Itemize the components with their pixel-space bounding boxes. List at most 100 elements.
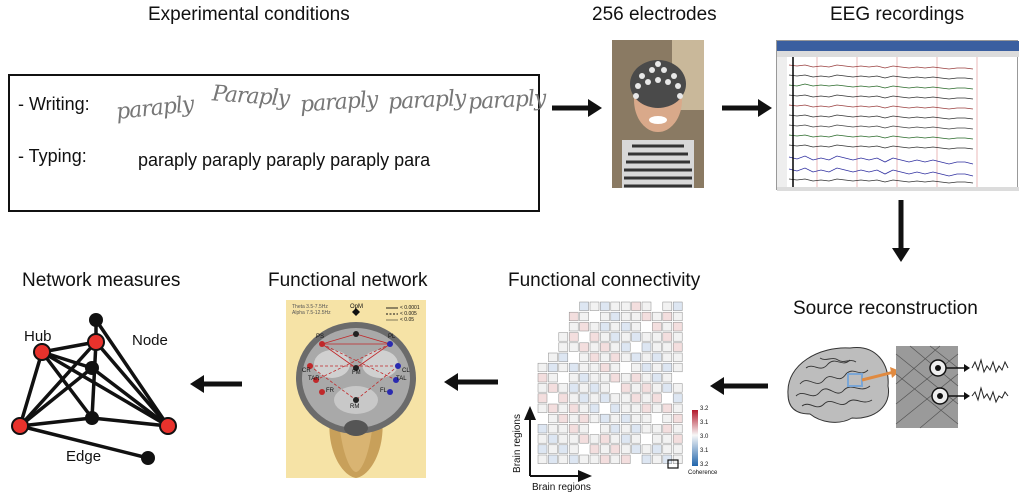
region-label: TAR bbox=[308, 376, 320, 382]
matrix-cell bbox=[641, 342, 652, 352]
matrix-cell bbox=[537, 393, 548, 403]
conditions-box: - Writing: - Typing: paraply Paraply par… bbox=[8, 74, 546, 212]
matrix-cell bbox=[600, 393, 610, 403]
matrix-cell bbox=[662, 362, 673, 373]
arrow-connectivity-to-network bbox=[444, 373, 498, 391]
experimental-conditions-title: Experimental conditions bbox=[148, 4, 350, 25]
matrix-cell bbox=[631, 403, 641, 413]
matrix-cell bbox=[620, 444, 631, 454]
matrix-cell bbox=[641, 332, 652, 342]
matrix-cell bbox=[600, 383, 610, 393]
connectivity-matrix: 3.2 3.1 3.0 3.1 3.2 Coherence Brain regi… bbox=[510, 298, 720, 498]
highlight-box bbox=[667, 459, 679, 469]
matrix-cell bbox=[620, 393, 631, 403]
matrix-cell bbox=[672, 332, 683, 342]
hub-label: Hub bbox=[24, 328, 52, 345]
matrix-cell bbox=[620, 424, 631, 434]
matrix-cell bbox=[579, 403, 589, 413]
matrix-cell bbox=[537, 434, 548, 444]
matrix-cell bbox=[568, 383, 579, 393]
matrix-cell bbox=[672, 424, 683, 434]
matrix-cell bbox=[568, 362, 579, 373]
matrix-cell bbox=[600, 342, 610, 352]
matrix-cell bbox=[579, 424, 589, 434]
handwritten-word: paraply bbox=[299, 87, 379, 118]
matrix-cell bbox=[568, 311, 579, 322]
matrix-cell bbox=[631, 393, 641, 403]
matrix-cell bbox=[589, 373, 600, 383]
colorbar-tick: 3.2 bbox=[700, 406, 709, 412]
matrix-cell bbox=[548, 454, 558, 464]
matrix-cell bbox=[652, 454, 662, 464]
matrix-cell bbox=[631, 383, 641, 393]
matrix-cell bbox=[652, 393, 662, 403]
colorbar bbox=[692, 410, 698, 466]
matrix-cell bbox=[631, 301, 641, 311]
matrix-cell bbox=[537, 444, 548, 454]
matrix-cell bbox=[589, 322, 600, 332]
matrix-cell bbox=[589, 454, 600, 464]
matrix-cell bbox=[610, 424, 621, 434]
matrix-cell bbox=[610, 352, 621, 362]
matrix-cell bbox=[548, 403, 558, 413]
hub-node bbox=[159, 417, 177, 435]
matrix-cell bbox=[662, 342, 673, 352]
matrix-cell bbox=[620, 311, 631, 322]
graph-node bbox=[89, 313, 103, 327]
matrix-cell bbox=[641, 413, 652, 424]
matrix-cell bbox=[610, 322, 621, 332]
matrix-cell bbox=[589, 383, 600, 393]
matrix-cell bbox=[672, 342, 683, 352]
handwritten-word: Paraply bbox=[211, 81, 290, 112]
arrow-eeg-to-source bbox=[892, 200, 910, 262]
matrix-cell bbox=[631, 373, 641, 383]
matrix-cell bbox=[610, 413, 621, 424]
matrix-cell bbox=[641, 373, 652, 383]
matrix-cell bbox=[641, 424, 652, 434]
matrix-cell bbox=[652, 332, 662, 342]
matrix-cell bbox=[641, 301, 652, 311]
matrix-cell bbox=[652, 373, 662, 383]
matrix-cell bbox=[662, 332, 673, 342]
graph-node bbox=[141, 451, 155, 465]
matrix-cell bbox=[641, 444, 652, 454]
region-label: OpM bbox=[350, 304, 364, 310]
matrix-cell bbox=[589, 362, 600, 373]
source-reconstruction-title: Source reconstruction bbox=[793, 298, 978, 319]
matrix-cell bbox=[631, 424, 641, 434]
matrix-cell bbox=[548, 444, 558, 454]
matrix-cell bbox=[579, 393, 589, 403]
matrix-cell bbox=[548, 434, 558, 444]
matrix-cell bbox=[662, 311, 673, 322]
x-axis-label: Brain regions bbox=[532, 482, 591, 493]
band-legend: Theta 3.5-7.5Hz bbox=[292, 304, 328, 310]
matrix-cell bbox=[558, 434, 569, 444]
matrix-cell bbox=[610, 454, 621, 464]
matrix-cell bbox=[610, 403, 621, 413]
matrix-cell bbox=[548, 424, 558, 434]
p-legend: < 0.05 bbox=[400, 317, 415, 323]
matrix-cell bbox=[652, 362, 662, 373]
matrix-cell bbox=[600, 413, 610, 424]
matrix-cell bbox=[610, 301, 621, 311]
matrix-cell bbox=[579, 322, 589, 332]
matrix-cell bbox=[641, 362, 652, 373]
matrix-cell bbox=[579, 362, 589, 373]
handwritten-word: paraply bbox=[114, 92, 195, 125]
matrix-cell bbox=[600, 424, 610, 434]
matrix-cell bbox=[579, 352, 589, 362]
region-label: CR bbox=[302, 368, 311, 374]
matrix-cell bbox=[568, 342, 579, 352]
matrix-cell bbox=[652, 383, 662, 393]
y-axis-label: Brain regions bbox=[511, 414, 523, 473]
matrix-cell bbox=[610, 393, 621, 403]
matrix-cell bbox=[662, 403, 673, 413]
matrix-cell bbox=[537, 403, 548, 413]
matrix-cell bbox=[641, 383, 652, 393]
electrode-cap-photo bbox=[612, 40, 704, 188]
matrix-cell bbox=[558, 424, 569, 434]
matrix-cell bbox=[568, 454, 579, 464]
matrix-cell bbox=[672, 352, 683, 362]
region-label: PS bbox=[316, 334, 325, 340]
matrix-cell bbox=[620, 434, 631, 444]
